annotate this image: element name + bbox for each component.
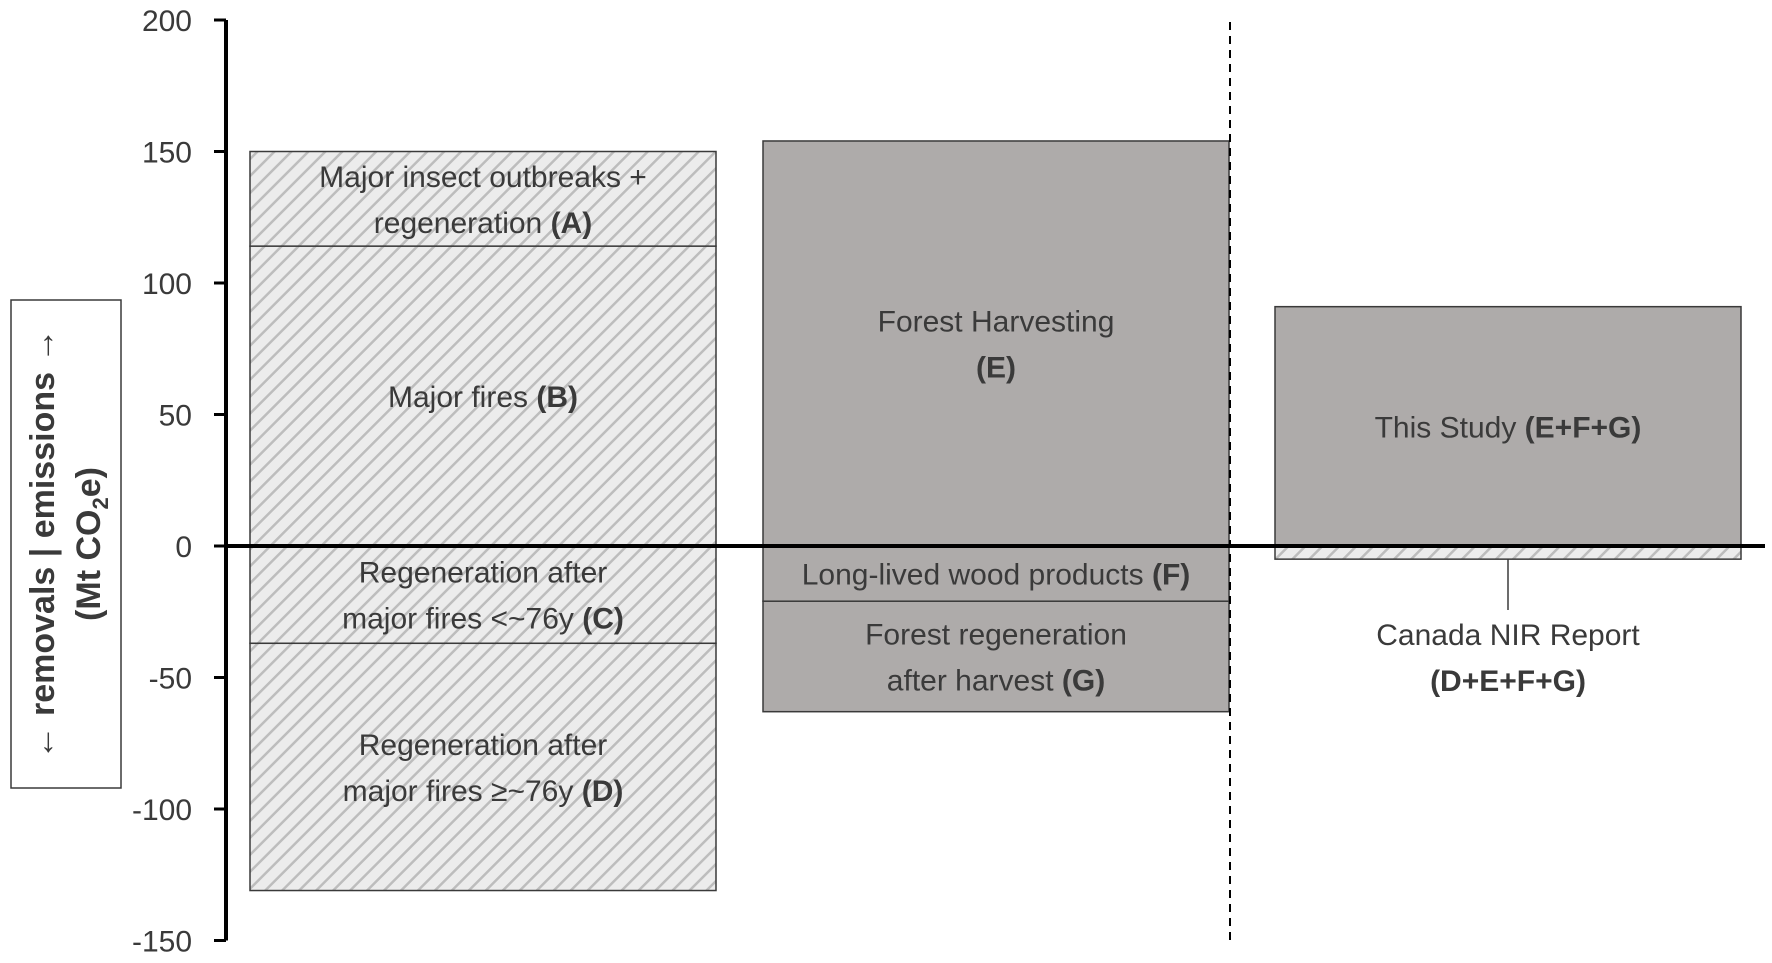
bar-segment-a (249, 150, 717, 247)
y-tick-label: 50 (159, 400, 192, 433)
bar-segment-e (762, 140, 1230, 547)
y-tick-label: 0 (175, 531, 192, 564)
segment-label-g-line1: Forest regeneration (865, 618, 1127, 651)
segment-label-g-line2: after harvest (G) (887, 664, 1105, 697)
y-tick-label: 200 (142, 5, 192, 38)
segment-label-e-line2: (E) (976, 351, 1016, 384)
bar-segment-efg (1274, 305, 1742, 547)
segment-label-d-line2: major fires ≥~76y (D) (343, 775, 624, 808)
bar-segment-f (762, 545, 1230, 602)
y-tick-label: -100 (132, 794, 192, 827)
callout-code: (D+E+F+G) (1430, 665, 1586, 698)
y-tick-label: 100 (142, 268, 192, 301)
callout-label: Canada NIR Report (1376, 619, 1640, 652)
y-tick-label: -50 (149, 663, 192, 696)
segment-label-c-line1: Regeneration after (359, 557, 608, 590)
y-axis-label-line2: (Mt CO2e) (70, 467, 113, 621)
bar-segment-d (249, 642, 717, 892)
y-axis-label-box (10, 299, 122, 789)
segment-label-a-line2: regeneration (A) (374, 207, 592, 240)
y-axis-label-line1: ← removals | emissions → (24, 329, 62, 760)
segment-label-e-line1: Forest Harvesting (878, 305, 1115, 338)
segment-label-c-line2: major fires <~76y (C) (342, 603, 624, 636)
y-tick-label: -150 (132, 926, 192, 959)
y-tick-label: 150 (142, 137, 192, 170)
segment-label-d-line1: Regeneration after (359, 729, 608, 762)
segment-label-efg-line1: This Study (E+F+G) (1375, 411, 1642, 444)
segment-label-f-line1: Long-lived wood products (F) (802, 559, 1191, 592)
bar-segment-g (762, 600, 1230, 713)
segment-label-b-line1: Major fires (B) (388, 381, 578, 414)
segment-label-a-line1: Major insect outbreaks + (319, 161, 647, 194)
bar-segment-b (249, 245, 717, 547)
